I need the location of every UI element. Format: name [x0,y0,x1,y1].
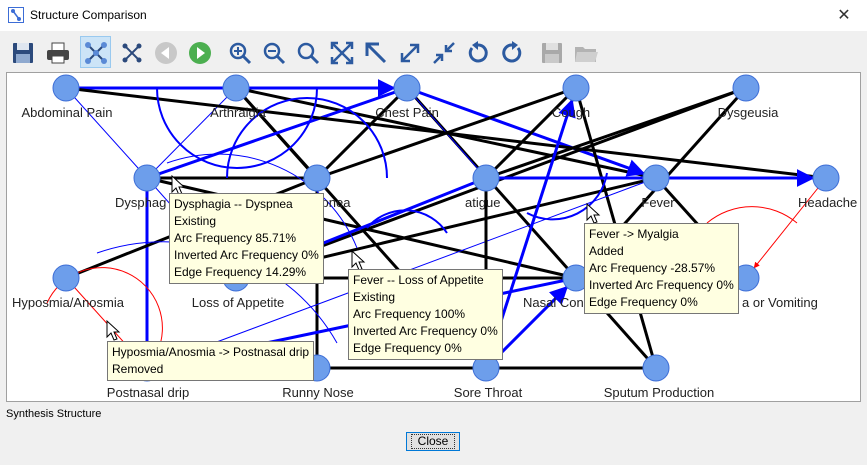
tooltip-dysphagia-dyspnea: Dysphagia -- Dyspnea Existing Arc Freque… [169,193,324,284]
zoom-out-icon[interactable] [258,36,289,68]
node-headache[interactable] [812,164,840,192]
app-icon [8,7,24,23]
tooltip-line: Arc Frequency 100% [353,307,466,321]
status-label: Synthesis Structure [6,408,102,420]
node-label-sputum: Sputum Production [604,385,715,400]
tooltip-line: Inverted Arc Frequency 0% [589,278,734,292]
edge-chest_pain-fever [406,86,646,177]
edge-headache-nausea [753,177,827,269]
node-label-abdominal_pain: Abdominal Pain [21,105,112,120]
node-label-chest_pain: Chest Pain [375,105,439,120]
mouse-cursor-icon [586,202,601,224]
tooltip-line: Arc Frequency -28.57% [589,261,716,275]
rotate-right-icon[interactable] [496,36,527,68]
edge-arthralgia-dysphagia [146,87,237,179]
fit-network-icon[interactable] [116,36,147,68]
node-arthralgia[interactable] [222,74,250,102]
node-label-nausea: a or Vomiting [742,295,818,310]
title-bar: Structure Comparison ✕ [0,0,867,31]
tooltip-line: Existing [353,290,396,304]
tooltip-line: Edge Frequency 0% [589,295,698,309]
edge-abdominal_pain-dysphagia [65,87,148,179]
expand-icon[interactable] [326,36,357,68]
tooltip-line: Edge Frequency 14.29% [174,265,307,279]
node-abdominal_pain[interactable] [52,74,80,102]
back-icon[interactable] [150,36,181,68]
tooltip-line: Added [589,244,624,258]
edge-chest_pain-dyspnea [315,86,409,180]
tooltip-line: Inverted Arc Frequency 0% [174,248,319,262]
node-sputum[interactable] [642,354,670,382]
tooltip-line: Existing [174,214,217,228]
node-fatigue[interactable] [472,164,500,192]
shrink-diagonal-icon[interactable] [428,36,459,68]
print-icon[interactable] [42,36,73,68]
expand-diagonal-icon[interactable] [394,36,425,68]
save-icon[interactable] [7,36,38,68]
node-dysphagia[interactable] [133,164,161,192]
edge-chest_pain-dysphagia [146,86,408,180]
edge-arc [706,206,798,224]
edge-arc [226,97,388,179]
node-label-loss_appetite: Loss of Appetite [192,295,285,310]
edge-arc [526,172,608,221]
tooltip-line: Removed [112,362,164,376]
tooltip-line: Arc Frequency 85.71% [174,231,297,245]
node-label-hyposmia: Hyposmia/Anosmia [12,295,125,310]
mouse-cursor-icon [351,249,366,271]
edge-arc [156,87,318,169]
node-cough[interactable] [562,74,590,102]
layout-icon[interactable] [80,36,111,68]
tooltip-fever-myalgia: Fever -> Myalgia Added Arc Frequency -28… [584,223,739,314]
node-label-dyspnea: spnea [315,195,351,210]
tooltip-line: Edge Frequency 0% [353,341,462,355]
tooltip-fever-loss-of-appetite: Fever -- Loss of Appetite Existing Arc F… [348,269,503,360]
play-icon[interactable] [184,36,215,68]
edge-cough-dyspnea [316,86,577,180]
open-folder-icon[interactable] [570,36,601,68]
tooltip-line: Fever -> Myalgia [589,227,679,241]
zoom-in-icon[interactable] [224,36,255,68]
node-label-sore_throat: Sore Throat [454,385,523,400]
edge-arc [166,153,358,249]
node-label-fatigue: atigue [465,195,500,210]
node-label-dysphagia: Dysphag [115,195,166,210]
node-label-postnasal: Postnasal drip [107,385,189,400]
save-disabled-icon[interactable] [536,36,567,68]
rotate-left-icon[interactable] [462,36,493,68]
node-label-headache: Headache [798,195,857,210]
node-dyspnea[interactable] [303,164,331,192]
node-label-cough: Cough [552,105,590,120]
node-label-runny_nose: Runny Nose [282,385,354,400]
node-chest_pain[interactable] [393,74,421,102]
close-button-label: Close [410,434,456,449]
node-hyposmia[interactable] [52,264,80,292]
window-title: Structure Comparison [30,8,147,22]
arrow-top-left-icon[interactable] [360,36,391,68]
close-button[interactable]: Close [406,432,460,451]
tooltip-line: Fever -- Loss of Appetite [353,273,484,287]
tooltip-hyposmia-postnasal: Hyposmia/Anosmia -> Postnasal drip Remov… [107,341,315,381]
toolbar [4,36,864,70]
close-window-icon[interactable]: ✕ [837,7,851,24]
edge-arc [366,209,448,234]
node-label-fever: Fever [641,195,675,210]
node-dysgeusia[interactable] [732,74,760,102]
node-fever[interactable] [642,164,670,192]
node-label-arthralgia: Arthralgia [210,105,266,120]
tooltip-line: Dysphagia -- Dyspnea [174,197,293,211]
tooltip-line: Inverted Arc Frequency 0% [353,324,498,338]
node-label-dysgeusia: Dysgeusia [718,105,779,120]
mouse-cursor-icon [106,319,121,341]
tooltip-line: Hyposmia/Anosmia -> Postnasal drip [112,345,310,359]
node-label-nasal_congestion: Nasal Cong [523,295,591,310]
zoom-fit-icon[interactable] [292,36,323,68]
